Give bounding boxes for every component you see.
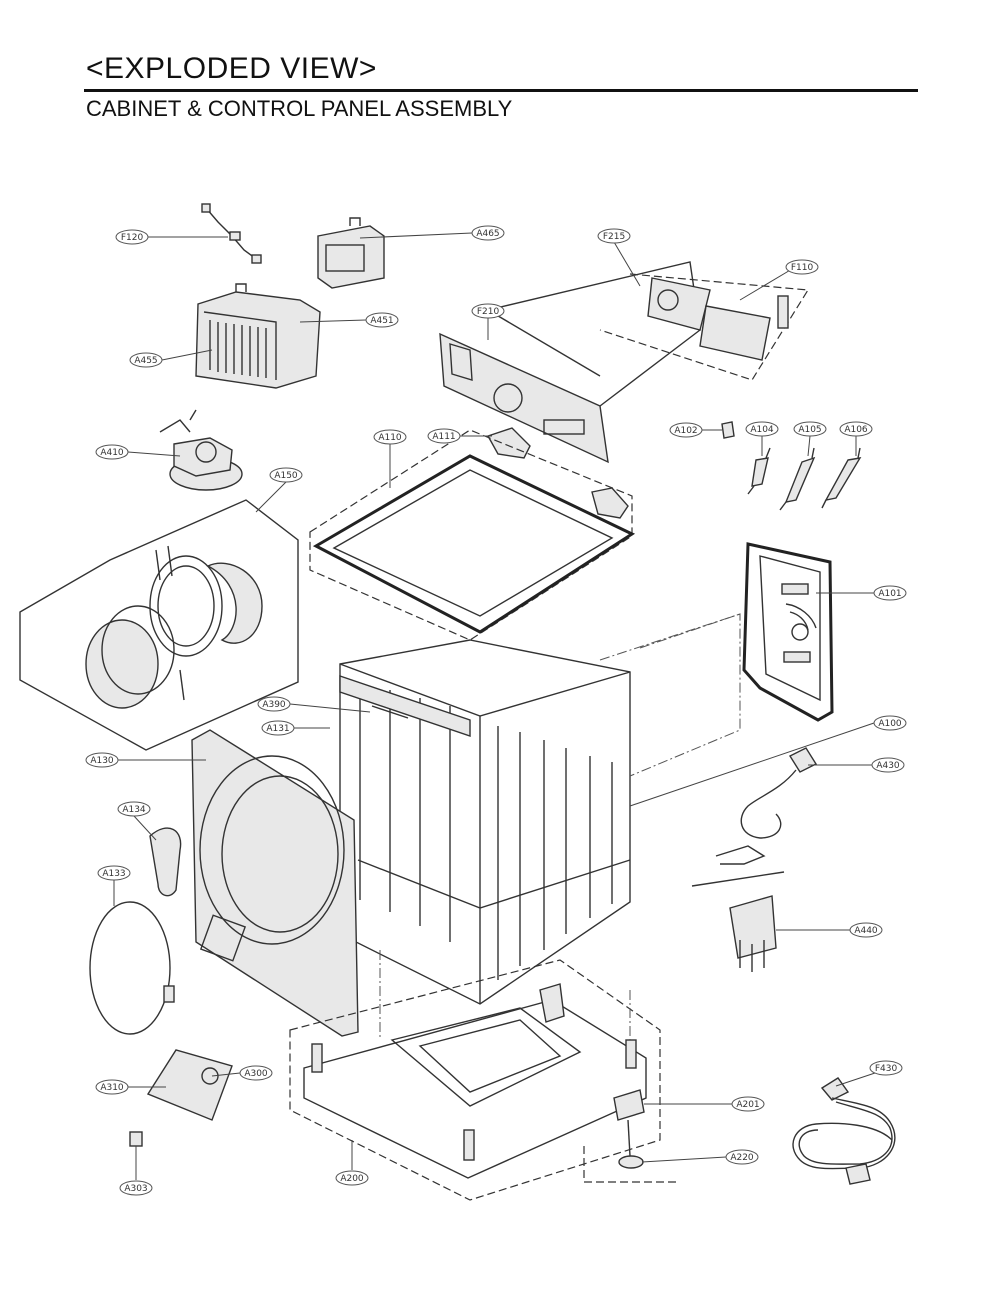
part-label-a451: A451 xyxy=(365,312,399,328)
part-label-a201: A201 xyxy=(731,1096,765,1112)
part-cabinet xyxy=(339,613,741,1005)
part-small-components xyxy=(721,421,862,511)
part-label-a111: A111 xyxy=(427,428,461,444)
part-label-a131: A131 xyxy=(261,720,295,736)
part-label-a133: A133 xyxy=(97,865,131,881)
part-label-a455: A455 xyxy=(129,352,163,368)
svg-text:A390: A390 xyxy=(262,700,286,710)
part-drain-hose xyxy=(792,1077,896,1185)
part-label-f215: F215 xyxy=(597,228,631,244)
svg-text:A131: A131 xyxy=(266,724,289,734)
svg-text:A303: A303 xyxy=(124,1184,147,1194)
svg-text:A300: A300 xyxy=(244,1069,268,1079)
part-label-f210: F210 xyxy=(471,303,505,319)
page-subtitle: CABINET & CONTROL PANEL ASSEMBLY xyxy=(86,96,513,121)
svg-text:A220: A220 xyxy=(730,1153,754,1163)
part-label-a310: A310 xyxy=(95,1079,129,1095)
title-rule xyxy=(84,89,918,92)
part-base-frame xyxy=(289,950,661,1201)
part-label-a200: A200 xyxy=(335,1170,369,1186)
svg-text:A430: A430 xyxy=(876,761,900,771)
svg-text:A410: A410 xyxy=(100,448,124,458)
svg-text:A104: A104 xyxy=(750,425,774,435)
part-label-f430: F430 xyxy=(869,1060,903,1076)
svg-text:A102: A102 xyxy=(674,426,697,436)
svg-text:A201: A201 xyxy=(736,1100,759,1110)
svg-text:A106: A106 xyxy=(844,425,868,435)
part-label-a130: A130 xyxy=(85,752,119,768)
svg-text:F210: F210 xyxy=(477,307,500,317)
part-top-plate xyxy=(309,429,636,641)
part-label-a102: A102 xyxy=(669,422,703,438)
svg-text:A111: A111 xyxy=(432,432,455,442)
part-label-a300: A300 xyxy=(239,1065,273,1081)
svg-text:F430: F430 xyxy=(875,1064,898,1074)
part-label-a100: A100 xyxy=(873,715,907,731)
svg-text:F215: F215 xyxy=(603,232,625,242)
part-water-valve xyxy=(159,409,243,491)
part-label-a390: A390 xyxy=(257,696,291,712)
leader-lines xyxy=(113,232,885,1180)
svg-text:A105: A105 xyxy=(798,425,821,435)
part-door-assembly xyxy=(19,499,299,751)
svg-text:A110: A110 xyxy=(378,433,402,443)
part-pump-cover xyxy=(129,1049,233,1147)
part-pcb-box xyxy=(317,217,385,289)
part-front-strips xyxy=(339,675,471,737)
part-label-a150: A150 xyxy=(269,467,303,483)
part-label-a440: A440 xyxy=(849,922,883,938)
svg-text:A134: A134 xyxy=(122,805,146,815)
svg-text:A310: A310 xyxy=(100,1083,124,1093)
part-top-brackets xyxy=(486,427,629,519)
part-rear-cover xyxy=(742,542,834,722)
part-label-a303: A303 xyxy=(119,1180,153,1196)
part-power-cord xyxy=(691,747,818,887)
part-label-a104: A104 xyxy=(745,421,779,437)
svg-text:A150: A150 xyxy=(274,471,298,481)
part-leveling-feet xyxy=(583,1089,676,1183)
part-label-a410: A410 xyxy=(95,444,129,460)
part-label-a465: A465 xyxy=(471,225,505,241)
svg-text:F120: F120 xyxy=(121,233,144,243)
part-label-a220: A220 xyxy=(725,1149,759,1165)
part-label-a430: A430 xyxy=(871,757,905,773)
svg-text:A200: A200 xyxy=(340,1174,364,1184)
part-label-a110: A110 xyxy=(373,429,407,445)
part-front-panel xyxy=(191,729,359,1037)
part-label-f110: F110 xyxy=(785,259,819,275)
svg-text:A133: A133 xyxy=(102,869,125,879)
part-control-panel xyxy=(439,261,810,464)
part-noise-filter xyxy=(195,283,321,389)
svg-text:A100: A100 xyxy=(878,719,902,729)
svg-text:A130: A130 xyxy=(90,756,114,766)
svg-text:A451: A451 xyxy=(370,316,393,326)
svg-text:A465: A465 xyxy=(476,229,499,239)
svg-text:A101: A101 xyxy=(878,589,901,599)
part-wire-harness xyxy=(201,203,262,264)
page-title: <EXPLODED VIEW> xyxy=(86,52,377,85)
part-label-a101: A101 xyxy=(873,585,907,601)
svg-text:A455: A455 xyxy=(134,356,157,366)
part-label-a105: A105 xyxy=(793,421,827,437)
part-label-a134: A134 xyxy=(117,801,151,817)
part-filter-box xyxy=(729,895,777,972)
svg-text:A440: A440 xyxy=(854,926,878,936)
part-gasket-ring xyxy=(89,827,182,1035)
part-label-f120: F120 xyxy=(115,229,149,245)
svg-text:F110: F110 xyxy=(791,263,814,273)
part-label-a106: A106 xyxy=(839,421,873,437)
